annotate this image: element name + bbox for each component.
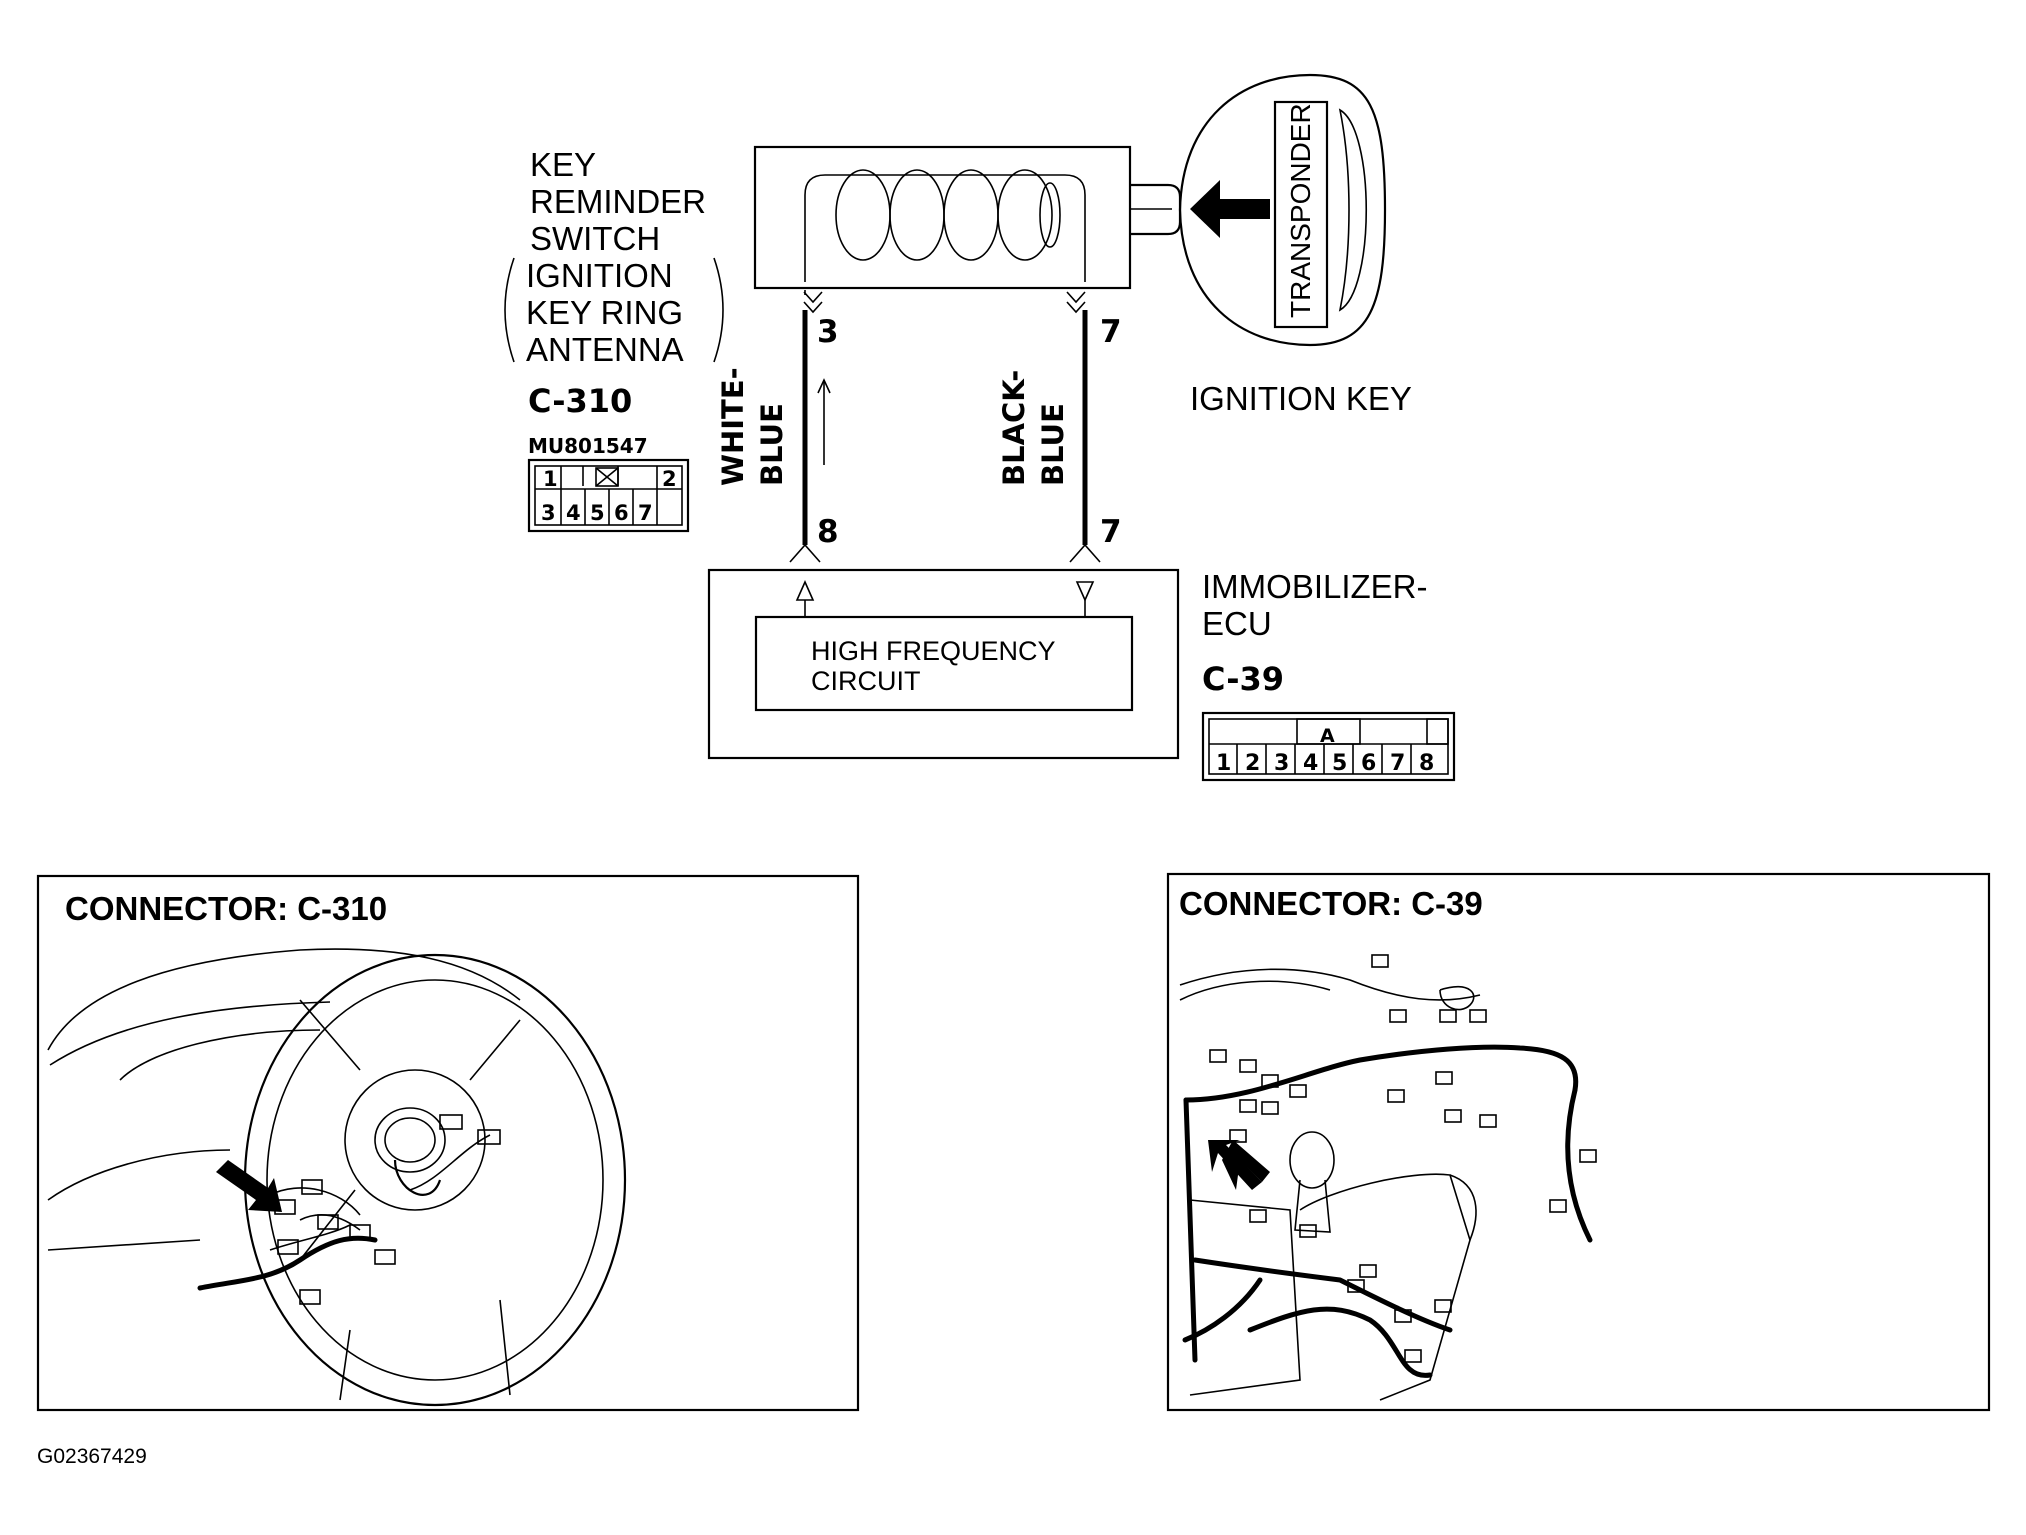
c39-key-letter: A bbox=[1320, 725, 1335, 747]
panel-c39-frame bbox=[1166, 872, 1991, 1412]
transponder-chip bbox=[1273, 100, 1329, 329]
panel-c39-title: CONNECTOR: C-39 bbox=[1179, 885, 1483, 922]
c39-locator-arrow-icon bbox=[1222, 1140, 1270, 1190]
c39-pin-1: 1 bbox=[1216, 751, 1231, 776]
hf-circuit-box bbox=[754, 615, 1134, 712]
ecu-box bbox=[707, 568, 1180, 760]
switch-connector-id: C-310 bbox=[528, 382, 632, 420]
ecu-connector-id: C-39 bbox=[1202, 660, 1284, 698]
c39-pin-2: 2 bbox=[1245, 751, 1260, 776]
steering-harness bbox=[197, 1235, 378, 1291]
wire-left-color-line-2: BLUE bbox=[755, 403, 789, 486]
gear-shifter bbox=[1289, 1131, 1335, 1189]
steering-hub bbox=[344, 1069, 486, 1211]
c39-pin-5: 5 bbox=[1332, 751, 1347, 776]
panel-c310-frame bbox=[36, 874, 860, 1412]
wire-right-pin-top: 7 bbox=[1100, 314, 1122, 350]
c39-pin-3: 3 bbox=[1274, 751, 1289, 776]
ignition-key-label: IGNITION KEY bbox=[1190, 380, 1412, 417]
c39-connector-blocks bbox=[1209, 954, 1597, 1363]
c310-pin-4: 4 bbox=[566, 501, 581, 525]
c310-connector-face bbox=[527, 458, 690, 533]
switch-label-line-4: IGNITION bbox=[526, 257, 673, 294]
c310-locator-arrow-icon bbox=[216, 1160, 282, 1212]
hf-circuit-line-2: CIRCUIT bbox=[811, 666, 921, 696]
c310-pin-6: 6 bbox=[614, 501, 629, 525]
switch-connector-part-no: MU801547 bbox=[528, 434, 648, 458]
right-paren bbox=[713, 257, 724, 363]
c310-pin-5: 5 bbox=[590, 501, 605, 525]
switch-label-line-1: KEY bbox=[530, 146, 596, 183]
switch-label-line-6: ANTENNA bbox=[526, 331, 684, 368]
antenna-housing bbox=[753, 145, 1132, 290]
key-head-outline bbox=[1178, 73, 1387, 347]
wire-right bbox=[1066, 291, 1101, 563]
hf-circuit-line-1: HIGH FREQUENCY bbox=[811, 636, 1056, 666]
wire-left-pin-top: 3 bbox=[817, 314, 839, 350]
figure-id: G02367429 bbox=[37, 1445, 147, 1468]
transponder-label: TRANSPONDER bbox=[1285, 103, 1316, 318]
c39-pin-7: 7 bbox=[1390, 751, 1405, 776]
wire-left bbox=[789, 290, 831, 563]
wire-left-pin-bottom: 8 bbox=[817, 514, 839, 550]
c310-pin-2: 2 bbox=[662, 467, 677, 491]
dashboard-illustration bbox=[1179, 968, 1481, 1401]
insert-arrow-icon bbox=[1190, 180, 1270, 238]
c39-pin-4: 4 bbox=[1303, 751, 1318, 776]
connector-blocks bbox=[274, 1114, 501, 1305]
steering-column-illustration bbox=[47, 948, 627, 1407]
c310-pin-3: 3 bbox=[541, 501, 556, 525]
c310-pin-7: 7 bbox=[638, 501, 653, 525]
left-paren bbox=[504, 257, 515, 363]
immobilizer-ecu bbox=[707, 568, 1180, 760]
panel-c310-title: CONNECTOR: C-310 bbox=[65, 890, 387, 927]
ecu-input-arrow bbox=[795, 580, 815, 601]
wire-right-color-line-1: BLACK- bbox=[997, 370, 1031, 486]
panel-c39 bbox=[1166, 872, 1991, 1412]
wire-right-color-line-2: BLUE bbox=[1036, 403, 1070, 486]
ecu-label-line-2: ECU bbox=[1202, 605, 1272, 642]
switch-label-line-5: KEY RING bbox=[526, 294, 683, 331]
switch-label-line-3: SWITCH bbox=[530, 220, 660, 257]
c39-pin-6: 6 bbox=[1361, 751, 1376, 776]
wire-left-color-line-1: WHITE- bbox=[716, 367, 750, 486]
c39-connector-face bbox=[1201, 711, 1456, 782]
ecu-label-line-1: IMMOBILIZER- bbox=[1202, 568, 1428, 605]
c310-pin-1: 1 bbox=[543, 467, 558, 491]
antenna-coil-loops bbox=[835, 169, 1061, 261]
antenna-coil-outline bbox=[804, 174, 1086, 282]
ignition-key bbox=[1178, 73, 1387, 347]
wire-right-pin-bottom: 7 bbox=[1100, 514, 1122, 550]
ecu-output-arrow bbox=[1075, 581, 1095, 602]
switch-label-line-2: REMINDER bbox=[530, 183, 706, 220]
c39-pin-8: 8 bbox=[1419, 751, 1434, 776]
panel-c310 bbox=[36, 874, 860, 1412]
key-reminder-switch bbox=[753, 145, 1182, 290]
key-head-groove bbox=[1338, 108, 1368, 312]
